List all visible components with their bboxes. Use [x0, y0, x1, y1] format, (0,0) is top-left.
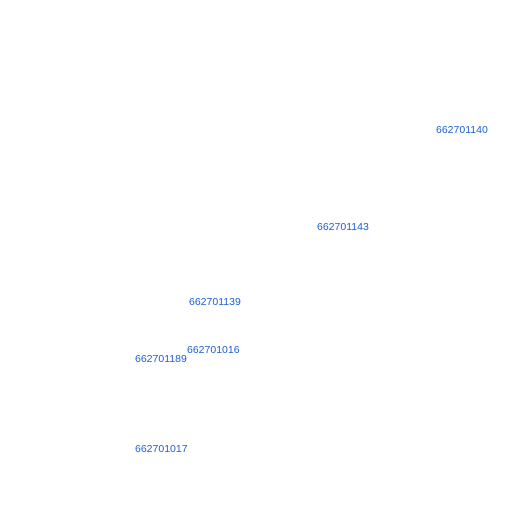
parcel-label-662701017[interactable]: 662701017 [135, 443, 188, 455]
parcel-label-662701189[interactable]: 662701189 [135, 353, 187, 365]
parcel-label-662701016[interactable]: 662701016 [187, 344, 240, 356]
parcel-label-662701140[interactable]: 662701140 [436, 124, 488, 136]
parcel-label-662701139[interactable]: 662701139 [189, 296, 241, 308]
parcel-label-662701143[interactable]: 662701143 [317, 221, 369, 233]
